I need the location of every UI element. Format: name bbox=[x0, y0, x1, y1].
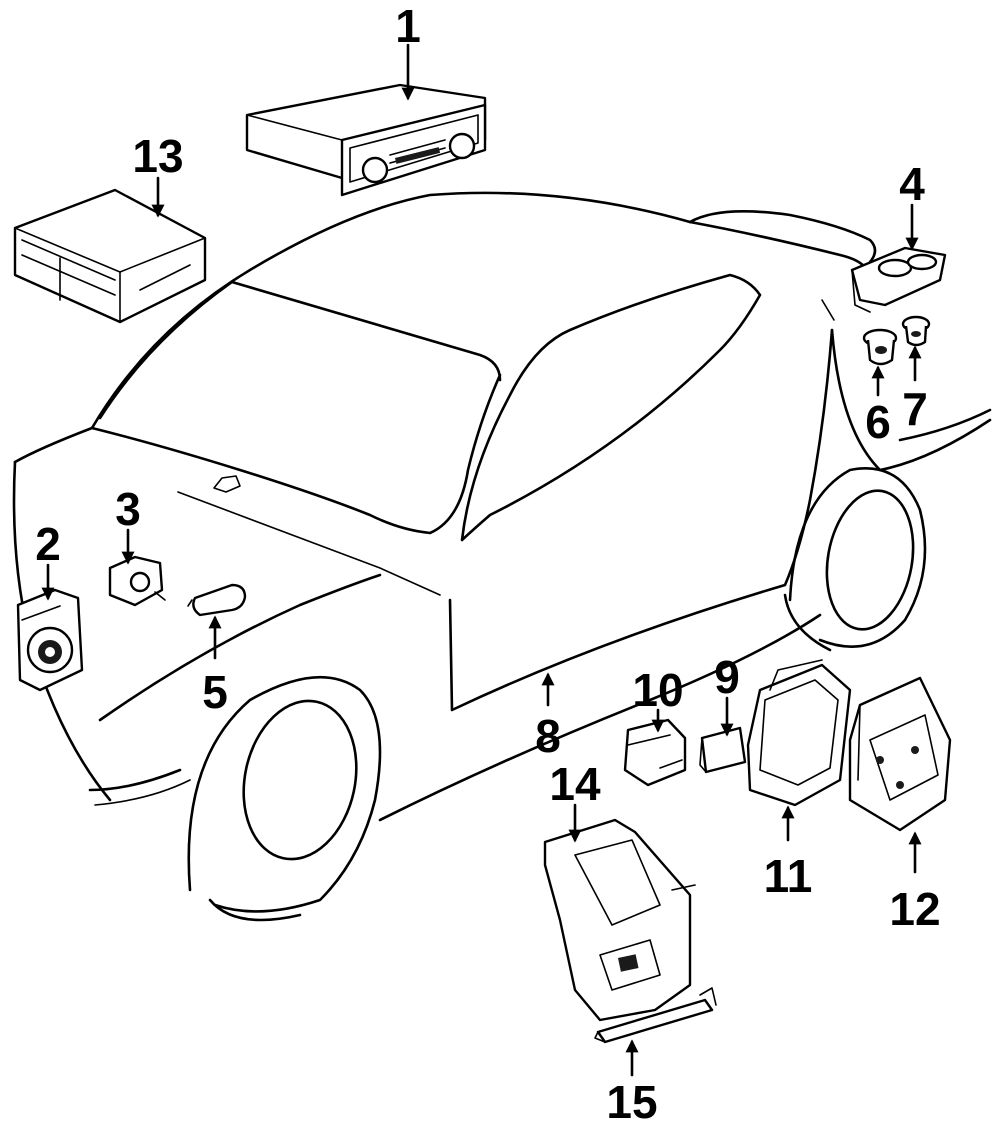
bracket-12-part bbox=[848, 676, 952, 832]
callout-9: 9 bbox=[714, 651, 740, 703]
antenna-part bbox=[187, 583, 247, 617]
callout-labels: 1 2 3 4 5 6 7 8 9 10 11 12 13 14 15 bbox=[35, 0, 940, 1123]
callout-2: 2 bbox=[35, 518, 61, 570]
speaker-7-part bbox=[901, 315, 931, 347]
callout-11: 11 bbox=[764, 850, 813, 902]
callout-5: 5 bbox=[202, 666, 228, 718]
radio-part bbox=[245, 83, 487, 197]
callout-4: 4 bbox=[899, 158, 925, 210]
callout-13: 13 bbox=[132, 130, 183, 182]
callout-10: 10 bbox=[632, 664, 683, 716]
callout-14: 14 bbox=[549, 758, 601, 810]
console-bezel-part bbox=[543, 818, 696, 1022]
callout-7: 7 bbox=[902, 383, 928, 435]
brace-part bbox=[594, 987, 717, 1044]
callout-12: 12 bbox=[889, 883, 940, 935]
cover-9-part bbox=[699, 726, 747, 774]
callout-6: 6 bbox=[865, 396, 891, 448]
console-box-part bbox=[746, 659, 852, 807]
callout-15: 15 bbox=[606, 1076, 657, 1123]
callout-8: 8 bbox=[535, 710, 561, 762]
cd-changer-part bbox=[13, 188, 207, 324]
tweeter-part bbox=[108, 555, 166, 607]
callout-leaders bbox=[41, 43, 922, 1077]
rear-speaker-bracket-part bbox=[850, 246, 947, 313]
callout-1: 1 bbox=[395, 0, 421, 52]
callout-3: 3 bbox=[115, 483, 141, 535]
front-speaker-part bbox=[16, 588, 84, 692]
cover-10-part bbox=[623, 718, 687, 787]
speaker-6-part bbox=[862, 328, 898, 366]
